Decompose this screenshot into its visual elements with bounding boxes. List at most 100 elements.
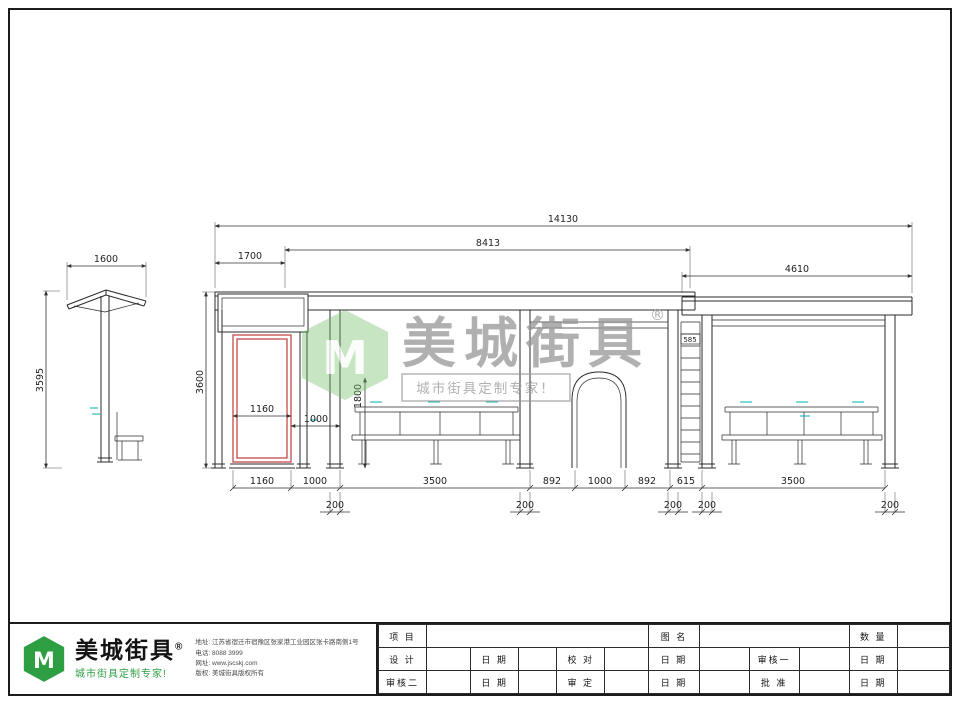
logo-letter: M	[33, 649, 55, 674]
panel-tag-box	[680, 333, 701, 345]
wall-beam	[530, 321, 668, 329]
lightbox	[229, 334, 295, 469]
cell-proof-value	[604, 647, 650, 671]
dim-seg-left: 1700	[238, 251, 262, 262]
bench-right	[721, 406, 883, 465]
dim-bottom-5: 892	[638, 476, 656, 487]
brand-text-group: 美城街具® 城市街具定制专家!	[75, 638, 182, 680]
brand-name-text: 美城街具	[75, 636, 175, 663]
company-info: 地址: 江苏省宿迁市宿豫区张家港工业园区张卡路南侧1号 电话: 8088 399…	[195, 638, 358, 680]
watermark-reg-mark: ®	[650, 306, 665, 324]
dim-col-2: 200	[664, 500, 682, 511]
title-block: M 美城街具® 城市街具定制专家! 地址: 江苏省宿迁市宿豫区张家港工业园区张卡…	[10, 622, 951, 694]
column-bases	[211, 463, 899, 469]
columns	[214, 310, 896, 468]
cell-design-label: 设 计	[377, 647, 428, 671]
side-cyan-marks	[90, 407, 100, 415]
cell-date-label-2: 日 期	[648, 647, 700, 671]
company-logo: M	[23, 636, 65, 682]
watermark-logo-letter: M	[322, 331, 368, 385]
cell-date-value-6	[896, 670, 951, 694]
cell-review2-value	[426, 670, 472, 694]
cell-review2-label: 审核二	[377, 670, 428, 694]
dim-bottom-2: 3500	[423, 476, 447, 487]
dim-gap: 1000	[304, 414, 328, 425]
dim-lightbox-width: 1160	[250, 404, 274, 415]
cell-proof-label: 校 对	[556, 647, 606, 671]
side-view	[66, 289, 147, 463]
col-ext-lines	[329, 492, 896, 512]
dim-side-width: 1600	[94, 254, 118, 265]
bottom-chain-ticks	[229, 484, 889, 492]
side-roof-struts	[73, 302, 140, 313]
cell-date-value-1	[518, 647, 558, 671]
lightbox-outer	[232, 334, 292, 463]
drawing-area: 1600 3595	[10, 10, 950, 622]
dim-bottom-3: 892	[543, 476, 561, 487]
watermark-slogan: 城市街具定制专家！	[416, 380, 556, 397]
dim-seg-mid: 8413	[476, 238, 500, 249]
bottom-ext-lines	[232, 470, 886, 488]
cell-date-label-1: 日 期	[470, 647, 520, 671]
brand-name: 美城街具®	[75, 638, 182, 662]
watermark: M 美城街具 ® 城市街具定制专家！	[302, 306, 665, 402]
cell-ratify-value	[798, 670, 850, 694]
title-block-branding: M 美城街具® 城市街具定制专家! 地址: 江苏省宿迁市宿豫区张家港工业园区张卡…	[10, 624, 378, 694]
cell-review1-label: 审核一	[748, 647, 800, 671]
logo-cube	[23, 636, 65, 682]
cyan-marks	[310, 401, 864, 421]
company-address: 地址: 江苏省宿迁市宿豫区张家港工业园区张卡路南侧1号	[195, 639, 359, 647]
side-view-dims: 1600 3595	[35, 254, 147, 469]
cell-approve-label: 审 定	[556, 670, 606, 694]
drawing-sheet-frame: 1600 3595	[8, 8, 952, 696]
elevation: 585	[211, 291, 913, 469]
dim-bottom-0: 1160	[250, 476, 274, 487]
arch-opening	[571, 371, 627, 468]
cell-date-label-3: 日 期	[848, 647, 898, 671]
cell-project-label: 项 目	[377, 624, 428, 648]
lightbox-base	[229, 463, 295, 469]
brand-slogan: 城市街具定制专家!	[75, 669, 167, 681]
cell-review1-value	[798, 647, 850, 671]
cell-date-value-2	[698, 647, 750, 671]
cell-drawing-label: 图 名	[648, 624, 700, 648]
ladder-panel	[680, 321, 701, 463]
side-roof	[66, 289, 147, 310]
dim-bottom-7: 3500	[781, 476, 805, 487]
lightbox-inner	[236, 338, 288, 459]
cell-ratify-label: 批 准	[748, 670, 800, 694]
dim-col-1: 200	[516, 500, 534, 511]
dim-height: 3600	[195, 370, 206, 394]
company-website: 网址: www.jscskj.com	[195, 660, 258, 667]
bench-left	[351, 406, 521, 465]
cell-qty-value	[896, 624, 951, 648]
cell-date-label-6: 日 期	[848, 670, 898, 694]
cell-date-value-4	[518, 670, 558, 694]
top-ext-lines	[214, 222, 913, 293]
watermark-brand: 美城街具	[402, 312, 650, 375]
watermark-logo-cube	[302, 310, 388, 400]
cell-date-label-5: 日 期	[648, 670, 700, 694]
dim-col-3: 200	[698, 500, 716, 511]
roof-left	[214, 291, 696, 311]
dim-bottom-4: 1000	[588, 476, 612, 487]
dim-total: 14130	[548, 214, 578, 225]
roof-right	[681, 296, 913, 316]
company-copyright: 版权: 美城街具版权所有	[195, 670, 264, 678]
dim-side-height: 3595	[35, 368, 46, 392]
bottom-dims: 1160 1000 3500 892 1000 892 615 3500 200…	[229, 470, 905, 516]
dim-panel: 585	[683, 336, 696, 344]
cell-qty-label: 数 量	[848, 624, 898, 648]
title-block-table: 项 目 图 名 数 量 设 计 日 期 校 对 日 期	[377, 624, 951, 694]
cell-date-value-3	[896, 647, 951, 671]
cell-project-value	[426, 624, 650, 648]
company-phone: 电话: 8088 3999	[195, 649, 243, 657]
dim-col-0: 200	[326, 500, 344, 511]
cell-drawing-value	[698, 624, 850, 648]
dim-col-4: 200	[881, 500, 899, 511]
col-dim-ticks	[326, 508, 899, 516]
brand-reg-mark: ®	[175, 641, 183, 653]
right-beam	[712, 319, 885, 327]
side-pole	[97, 296, 113, 463]
